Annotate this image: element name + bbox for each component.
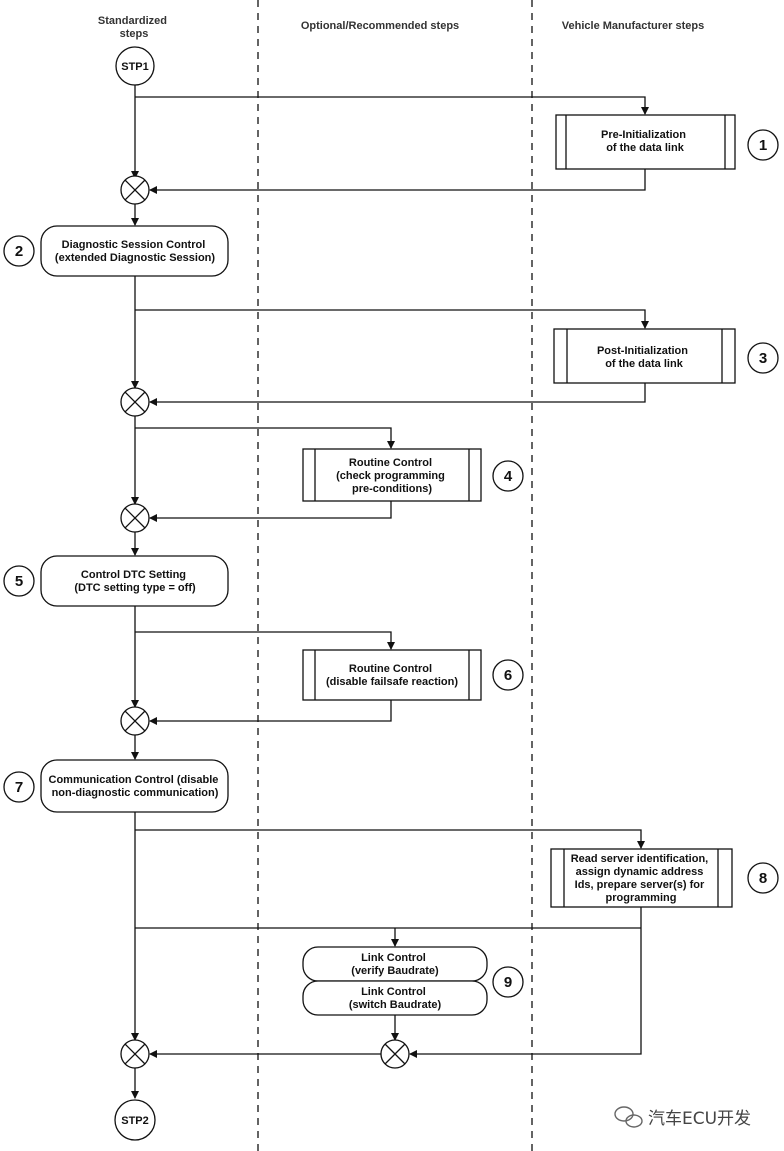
- flow-connectors: [131, 85, 649, 1099]
- step-number-badge: 6: [492, 659, 524, 691]
- step-number-badge: 3: [747, 342, 779, 374]
- merge-node: [120, 706, 150, 736]
- svg-text:Link Control (verify Bau: Link Control (verify Baudrate): [351, 952, 439, 977]
- svg-text:Routine Control (check p: Routine Control (check programming pre-c…: [336, 457, 448, 495]
- svg-text:Read server identification,: Read server identification, assign dynam…: [571, 853, 712, 904]
- step-link-control-switch: Link Control (switch Baudrate): [302, 980, 488, 1016]
- step-link-control-verify: Link Control (verify Baudrate): [302, 946, 488, 982]
- column-header-optional: Optional/Recommended steps: [301, 20, 459, 32]
- svg-text:Routine Control (disable: Routine Control (disable failsafe reacti…: [326, 663, 458, 688]
- svg-text:2: 2: [15, 243, 23, 260]
- step-routine-control-failsafe: Routine Control (disable failsafe reacti…: [302, 649, 482, 701]
- step-routine-control-check: Routine Control (check programming pre-c…: [302, 448, 482, 502]
- merge-node: [120, 503, 150, 533]
- svg-text:9: 9: [504, 974, 512, 991]
- wechat-icon: [614, 1106, 643, 1128]
- svg-text:Communication Control (disable: Communication Control (disable non-diagn…: [49, 774, 222, 799]
- svg-text:4: 4: [504, 468, 513, 485]
- svg-text:STP2: STP2: [121, 1115, 149, 1127]
- step-number-badge: 8: [747, 862, 779, 894]
- step-number-badge: 4: [492, 460, 524, 492]
- column-header-manufacturer: Vehicle Manufacturer steps: [562, 20, 704, 32]
- column-header-standardized: Standardized steps: [98, 15, 170, 40]
- merge-node: [120, 1039, 150, 1069]
- svg-text:8: 8: [759, 870, 767, 887]
- step-diagnostic-session-control: Diagnostic Session Control (extended Dia…: [40, 225, 229, 277]
- step-control-dtc-setting: Control DTC Setting (DTC setting type = …: [40, 555, 229, 607]
- step-communication-control: Communication Control (disable non-diagn…: [40, 759, 229, 813]
- end-terminal: STP2: [114, 1099, 156, 1141]
- step-number-badge: 9: [492, 966, 524, 998]
- svg-text:7: 7: [15, 779, 23, 796]
- svg-text:Link Control (switch Bau: Link Control (switch Baudrate): [349, 986, 442, 1011]
- step-read-server-identification: Read server identification, assign dynam…: [550, 848, 733, 908]
- step-post-initialization: Post-Initialization of the data link: [553, 328, 736, 384]
- step-number-badge: 5: [3, 565, 35, 597]
- merge-node: [120, 175, 150, 205]
- svg-text:Post-Initialization of t: Post-Initialization of the data link: [597, 345, 691, 370]
- svg-text:3: 3: [759, 350, 767, 367]
- svg-text:Pre-Initialization of th: Pre-Initialization of the data link: [601, 129, 689, 154]
- start-terminal: STP1: [115, 46, 155, 86]
- merge-node: [380, 1039, 410, 1069]
- svg-text:Control DTC Setting (DTC: Control DTC Setting (DTC setting type = …: [74, 569, 196, 594]
- merge-node: [120, 387, 150, 417]
- svg-text:Diagnostic Session Control: Diagnostic Session Control (extended Dia…: [55, 239, 215, 264]
- svg-text:STP1: STP1: [121, 61, 149, 73]
- svg-text:6: 6: [504, 667, 512, 684]
- step-number-badge: 7: [3, 771, 35, 803]
- svg-text:5: 5: [15, 573, 23, 590]
- step-number-badge: 1: [747, 129, 779, 161]
- watermark-text: 汽车ECU开发: [648, 1109, 751, 1129]
- watermark: 汽车ECU开发: [614, 1106, 751, 1129]
- step-number-badge: 2: [3, 235, 35, 267]
- step-pre-initialization: Pre-Initialization of the data link: [555, 114, 736, 170]
- svg-text:1: 1: [759, 137, 767, 154]
